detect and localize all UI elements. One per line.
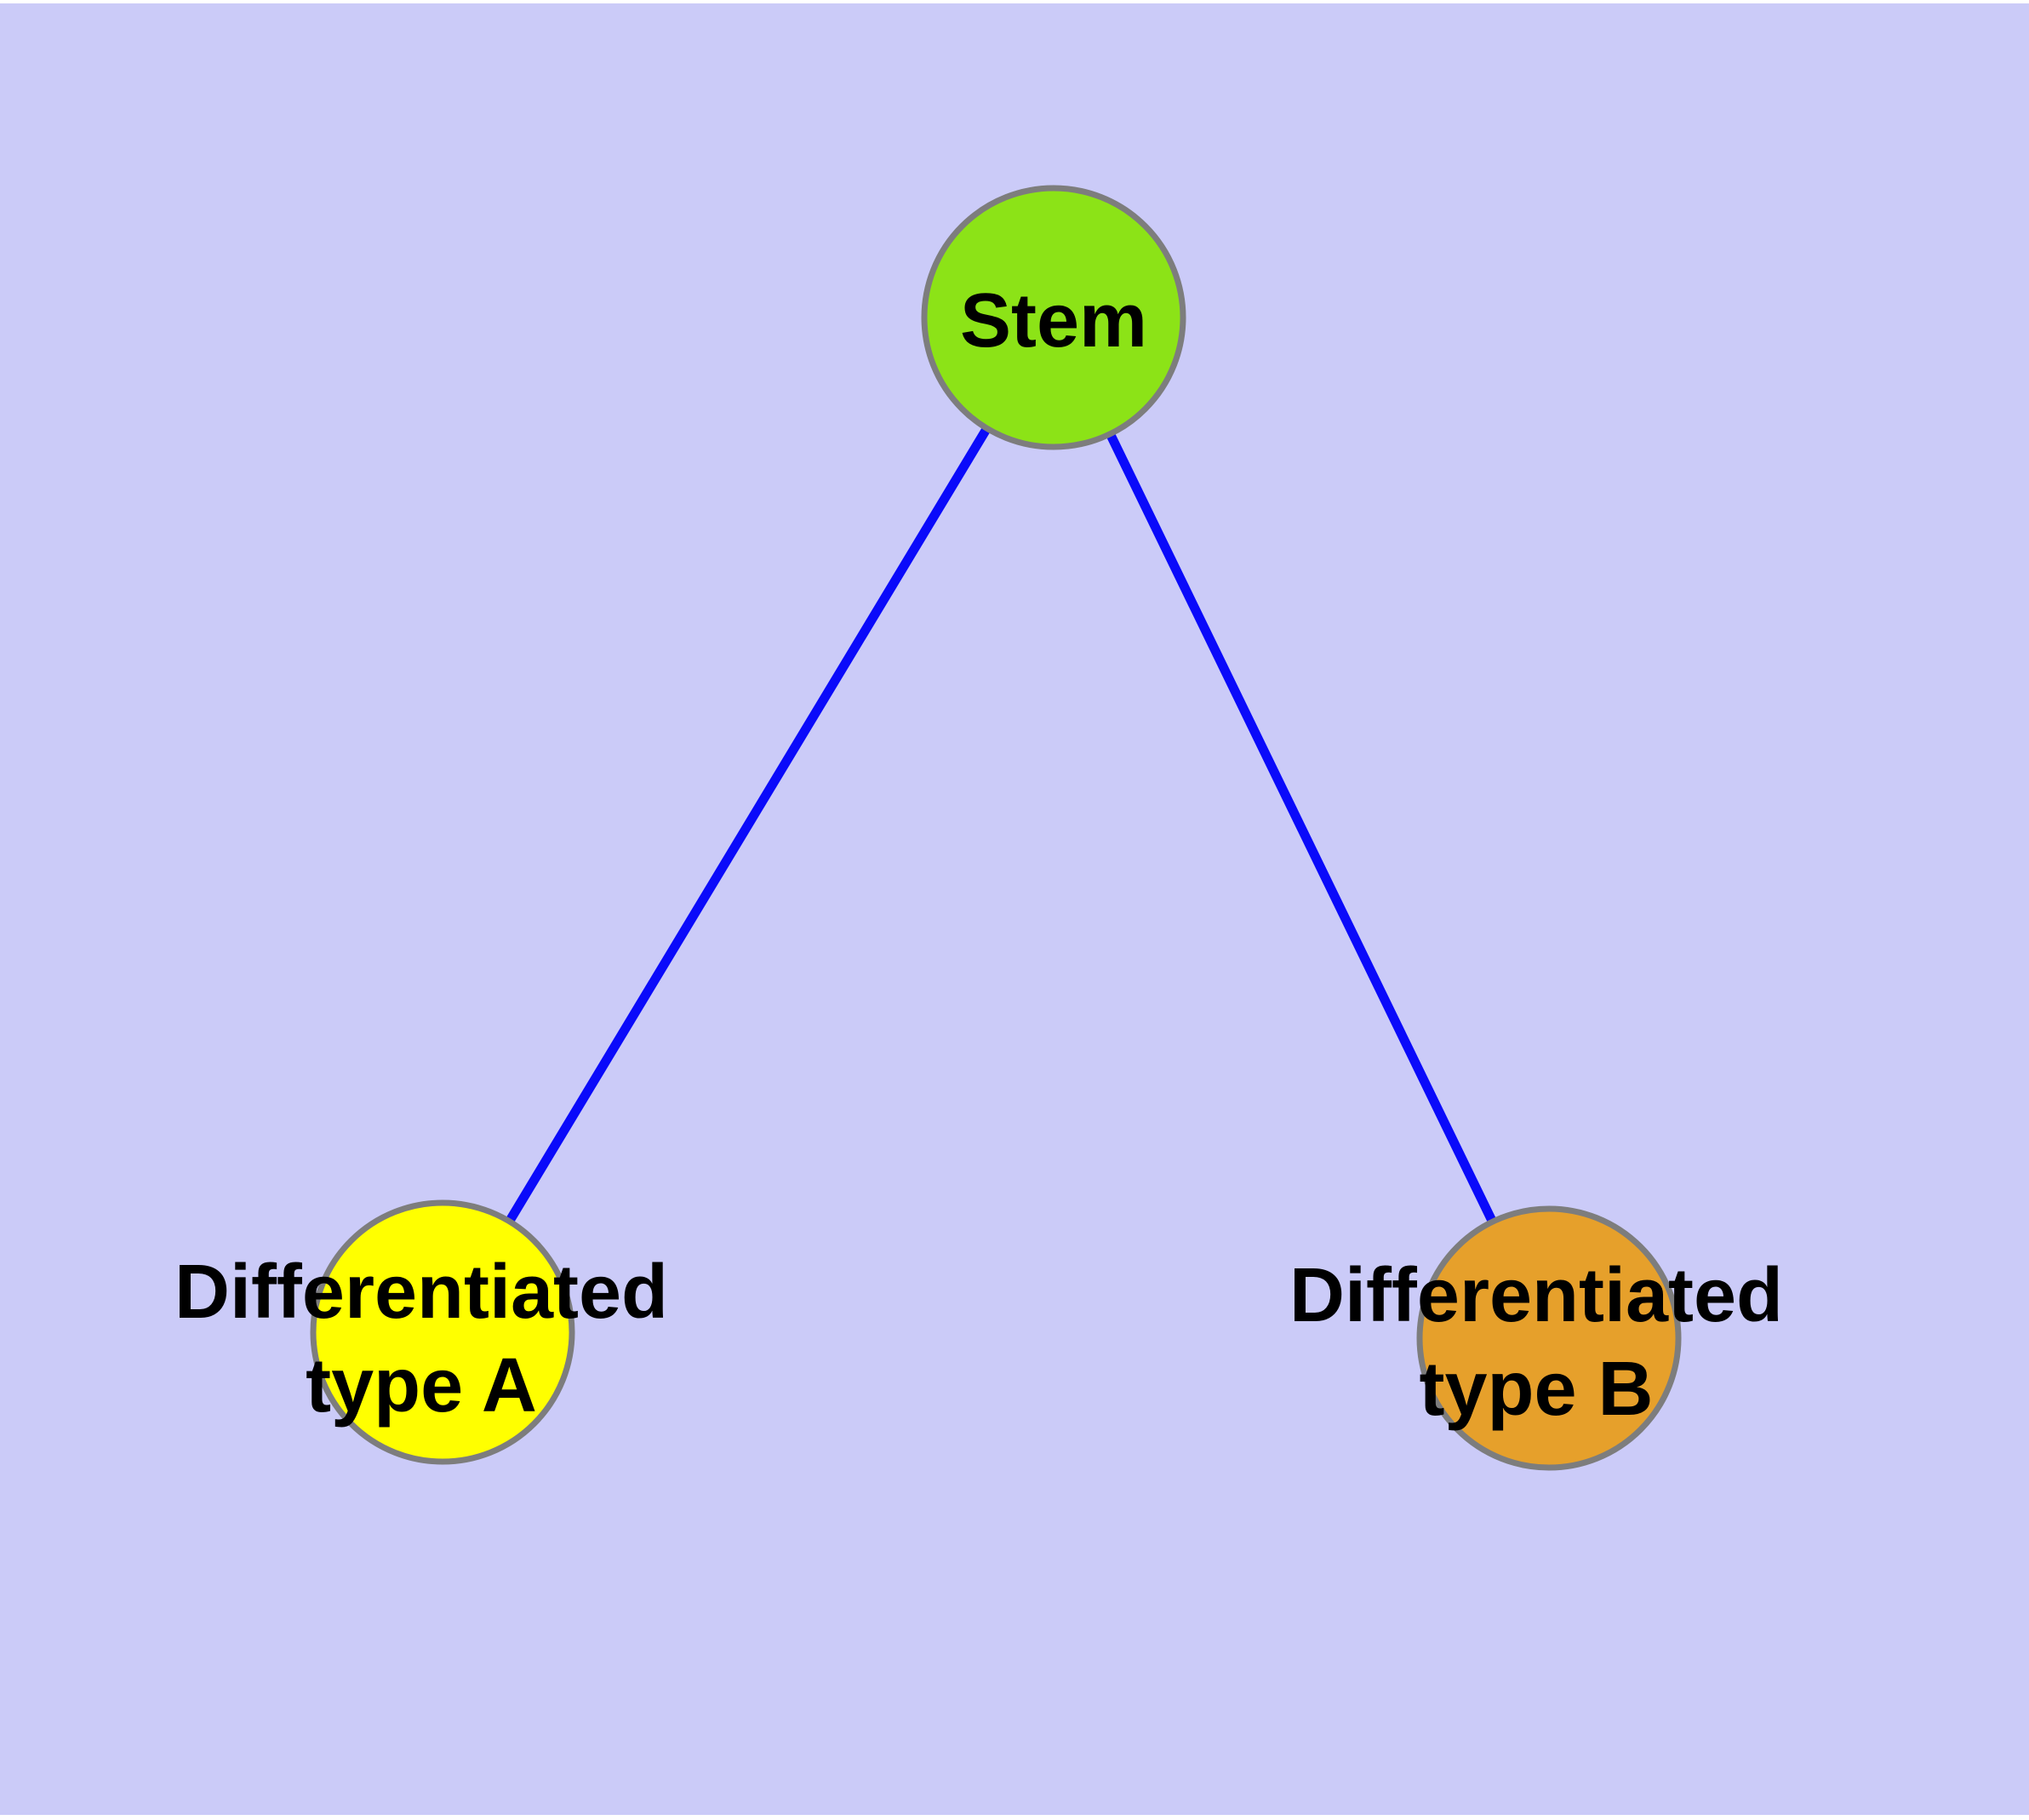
node-stem: Stem xyxy=(921,185,1186,450)
node-differentiated-type-a: Differentiated type A xyxy=(174,1199,668,1465)
node-type-a-label-line2: type A xyxy=(306,1343,537,1428)
node-type-a-circle xyxy=(310,1199,575,1465)
node-stem-circle xyxy=(921,185,1186,450)
node-stem-label: Stem xyxy=(960,278,1147,363)
edge-stem-to-type-a xyxy=(438,315,1058,1335)
node-type-b-label-line1: Differentiated xyxy=(1289,1253,1783,1338)
node-type-b-circle xyxy=(1416,1205,1682,1471)
edge-stem-to-type-b xyxy=(1049,315,1553,1341)
node-type-b-label-line2: type B xyxy=(1419,1347,1653,1432)
node-differentiated-type-b: Differentiated type B xyxy=(1289,1205,1783,1471)
node-type-a-label-line1: Differentiated xyxy=(174,1250,668,1335)
